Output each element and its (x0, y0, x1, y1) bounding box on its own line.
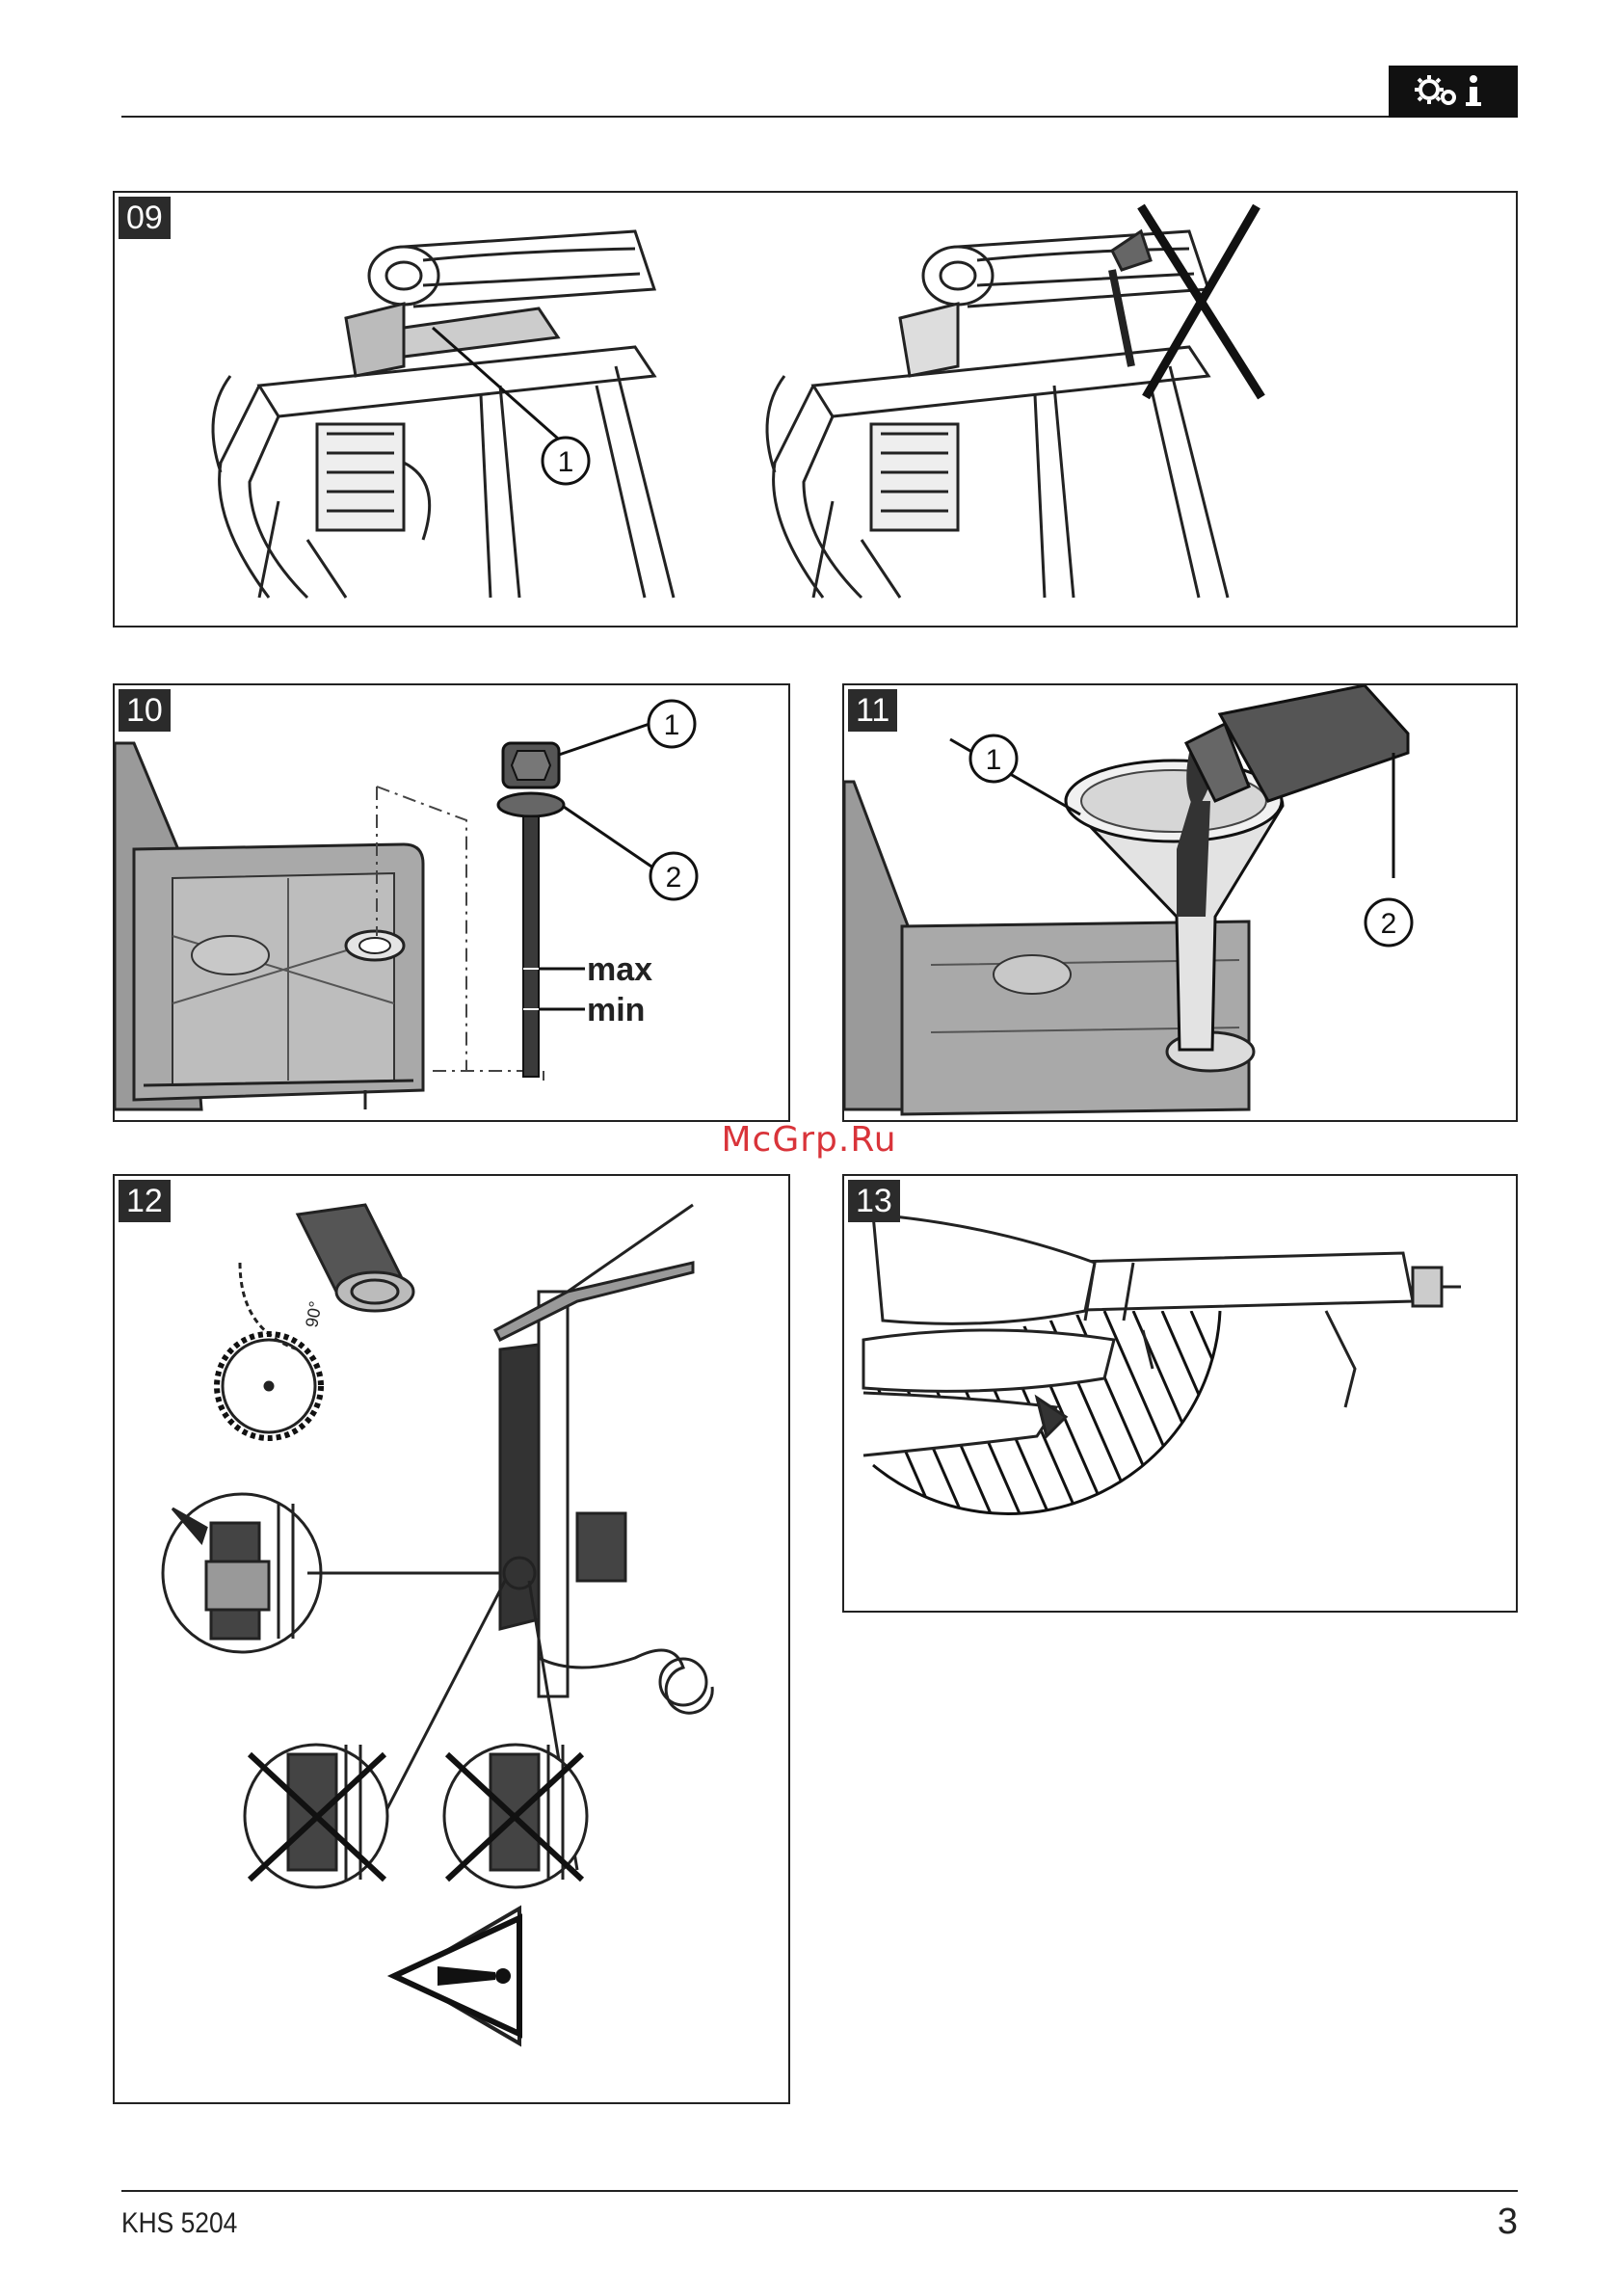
panel-09: 09 1 (113, 191, 1518, 627)
callout-2: 2 (564, 807, 697, 899)
watermark: McGrp.Ru (0, 1120, 1618, 1160)
panel-number: 09 (119, 197, 171, 239)
panel-number: 12 (119, 1180, 171, 1222)
oil-filling-illustration: 1 2 (844, 685, 1518, 1122)
callout-label: 2 (1381, 908, 1397, 940)
max-label: max (587, 951, 652, 988)
callout-label: 2 (666, 862, 682, 894)
callout-label: 1 (986, 744, 1002, 776)
footer-model: KHS 5204 (121, 2207, 237, 2240)
panel-number: 11 (848, 689, 897, 732)
cross-mark-icon (1141, 206, 1261, 397)
callout-1: 1 (950, 735, 1080, 814)
machine-grip-illustration (844, 1176, 1518, 1613)
angle-label: 90° (302, 1299, 325, 1328)
callout-2: 2 (1366, 753, 1412, 946)
log-splitter-illustration: 1 (115, 193, 1518, 627)
panel-number: 10 (119, 689, 171, 732)
panel-12: 12 90° (113, 1174, 790, 2104)
header-badge (1389, 66, 1518, 118)
oil-bottle (1186, 685, 1408, 801)
oil-dipstick-illustration: max min 1 2 (115, 685, 790, 1122)
page-number: 3 (1498, 2202, 1518, 2243)
log-positioning-illustration: 90° (115, 1176, 790, 2104)
panel-11: 11 1 2 (842, 683, 1518, 1122)
panel-10: 10 max min 1 2 (113, 683, 790, 1122)
footer-rule (121, 2190, 1518, 2192)
callout-label: 1 (664, 709, 680, 741)
callout-1: 1 (559, 701, 695, 755)
header-rule (121, 116, 1518, 118)
panel-13: 13 (842, 1174, 1518, 1613)
min-label: min (587, 992, 645, 1028)
dipstick (498, 743, 564, 1077)
gear-info-icon (1410, 70, 1497, 113)
panel-number: 13 (848, 1180, 900, 1222)
callout-label: 1 (558, 446, 574, 478)
